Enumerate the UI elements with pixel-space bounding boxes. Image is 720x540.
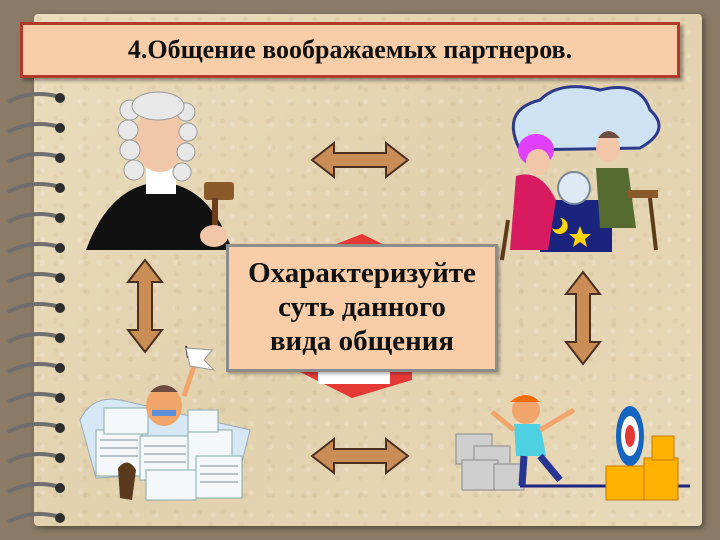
double-arrow-bottom-icon	[310, 436, 410, 476]
prompt-callout-box: Охарактеризуйте суть данного вида общени…	[226, 244, 498, 372]
double-arrow-right-icon	[563, 270, 603, 366]
spiral-ring-icon	[7, 482, 65, 494]
spiral-ring-icon	[7, 362, 65, 374]
slide-title: 4.Общение воображаемых партнеров.	[127, 35, 573, 64]
spiral-ring-icon	[7, 122, 65, 134]
double-arrow-left-icon	[125, 258, 165, 354]
spiral-ring-icon	[7, 422, 65, 434]
judge-clipart	[86, 91, 234, 250]
spiral-ring-icon	[7, 242, 65, 254]
spiral-ring-icon	[7, 332, 65, 344]
spiral-ring-icon	[7, 512, 65, 524]
paperwork-man-clipart	[79, 345, 251, 501]
spiral-ring-icon	[7, 182, 65, 194]
spiral-ring-icon	[7, 212, 65, 224]
spiral-ring-icon	[7, 302, 65, 314]
target-man-clipart	[455, 395, 690, 501]
slide-title-box: 4.Общение воображаемых партнеров.	[20, 22, 680, 78]
spiral-ring-icon	[7, 272, 65, 284]
spiral-ring-icon	[7, 152, 65, 164]
spiral-ring-icon	[7, 92, 65, 104]
prompt-callout-text: Охарактеризуйте суть данного вида общени…	[248, 257, 476, 357]
double-arrow-top-icon	[310, 140, 410, 180]
fortune-teller-clipart	[500, 85, 661, 261]
spiral-ring-icon	[7, 392, 65, 404]
spiral-ring-icon	[7, 452, 65, 464]
